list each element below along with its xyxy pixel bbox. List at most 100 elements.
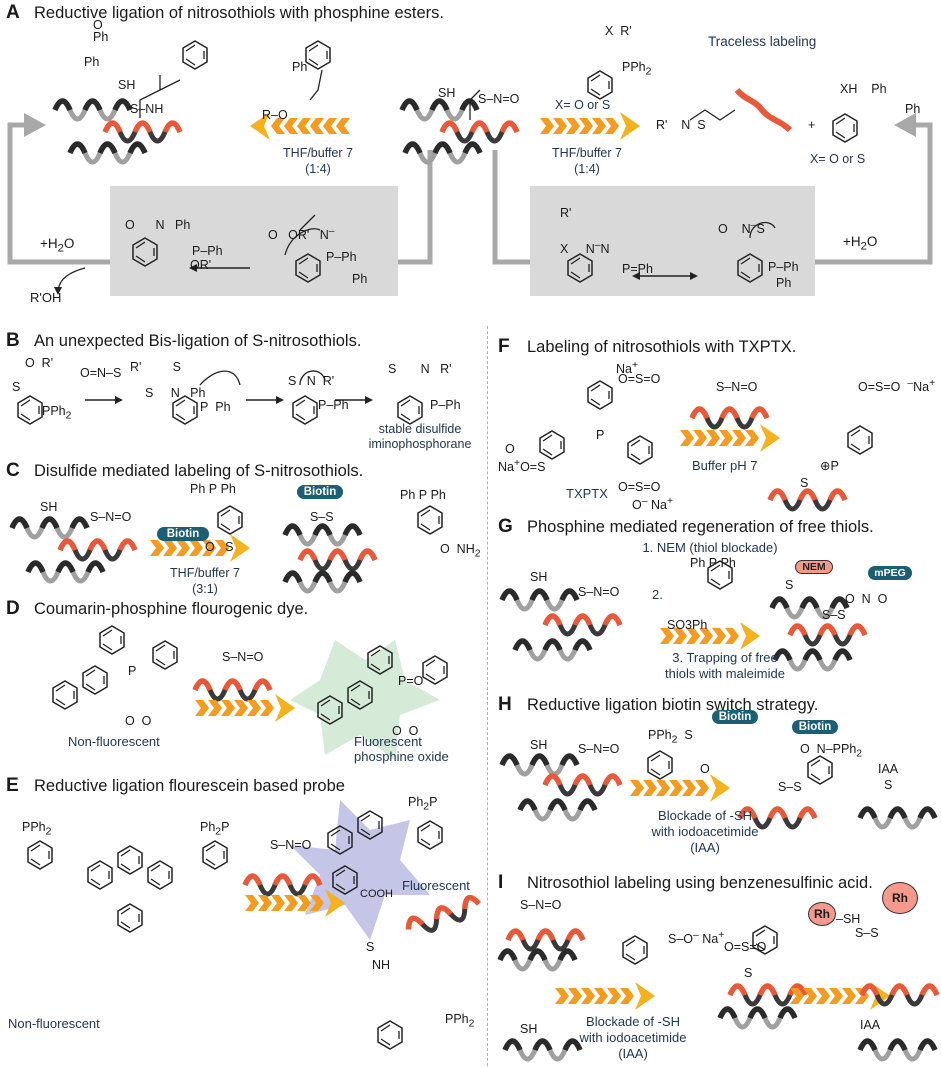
chem-label: P Ph [200, 400, 231, 414]
condition-3: (IAA) [618, 1046, 648, 1061]
chem-label: X R' [605, 24, 632, 38]
chem-label: S N R' [288, 374, 335, 388]
panel-title: An unexpected Bis-ligation of S-nitrosot… [34, 332, 362, 350]
chem-label: S–N=O [578, 742, 620, 756]
water-left: +H2O [40, 236, 75, 255]
chem-label: S–S [855, 926, 879, 940]
chem-label: O N–PPh2 [800, 742, 863, 760]
chem-label: Ph [352, 272, 368, 286]
panel-title: Reductive ligation of nitrosothiols with… [34, 4, 444, 22]
chem-label: –SH [836, 912, 861, 926]
iaa-label: IAA [878, 762, 899, 776]
panel-title: Reductive ligation flourescein based pro… [34, 777, 345, 795]
panel-label: F [498, 336, 510, 357]
chem-label: SH [438, 86, 456, 100]
chem-label: OR' [190, 258, 212, 272]
condition-2: with iodoacetimide [579, 1030, 687, 1045]
x-o-or-s-top: X= O or S [555, 98, 611, 112]
chem-label: Ph [776, 276, 792, 290]
panel-title: Nitrosothiol labeling using benzenesulfi… [527, 874, 873, 892]
mechanism-box-left [110, 186, 398, 296]
biotin-tag: Biotin [712, 710, 758, 724]
fluorescent-label-1: Fluorescent [354, 734, 422, 749]
chem-label: R' [560, 206, 572, 220]
condition-right-2: (1:4) [574, 162, 600, 176]
chem-label: PPh2 S [648, 728, 693, 746]
non-fluorescent-label: Non-fluorescent [68, 734, 160, 749]
product-label-1: stable disulfide [378, 422, 462, 436]
chem-label: Ph [84, 55, 100, 69]
chem-label: R' S [130, 360, 182, 374]
chem-label: O [505, 442, 515, 456]
condition-left-2: (1:4) [305, 162, 331, 176]
chem-label: P=Ph [622, 262, 653, 276]
chem-label: Ph [93, 30, 109, 44]
chem-label: PPh2 [445, 1012, 475, 1030]
non-fluorescent-label: Non-fluorescent [8, 1016, 100, 1031]
panel-label: I [498, 872, 504, 893]
chem-label: O OR' N– [268, 226, 335, 243]
condition-right-1: THF/buffer 7 [552, 146, 622, 160]
condition-3: (IAA) [690, 840, 720, 855]
rh-reagent-circle: Rh [808, 902, 836, 926]
panel-label: D [6, 598, 20, 619]
chem-label: S–N=O [270, 838, 312, 852]
panel-b-graphics [17, 370, 423, 425]
chem-label: SH [520, 1022, 538, 1036]
condition-1: Blockade of -SH [586, 1014, 680, 1029]
chem-label: S–N=O [478, 92, 520, 106]
step-2: 2. [652, 587, 663, 602]
x-o-or-s-bottom: X= O or S [810, 152, 866, 166]
chem-label: R–O [262, 108, 288, 122]
mpeg-tag: mPEG [868, 566, 912, 580]
chem-label: O [700, 762, 710, 776]
chem-label: S–NH [130, 102, 164, 116]
chem-label: O R' [25, 356, 54, 370]
step-3-2: thiols with maleimide [665, 666, 785, 681]
condition-left-1: THF/buffer 7 [283, 146, 353, 160]
chem-label: O=N–S [80, 366, 122, 380]
product-label-2: iminophosphorane [368, 437, 472, 451]
chem-label: P–Ph [326, 250, 357, 264]
chem-label: P–Ph [318, 398, 349, 412]
chem-label: S–N=O [716, 380, 758, 394]
chem-label: S [800, 476, 809, 490]
panel-label: G [498, 516, 513, 537]
fluorescent-label-2: phosphine oxide [354, 749, 449, 764]
chem-label: PPh2 [622, 60, 652, 78]
chem-label: SH [40, 500, 58, 514]
chem-label: SH [530, 738, 548, 752]
condition-1: THF/buffer 7 [170, 566, 240, 580]
chem-label: S–N=O [90, 510, 132, 524]
chem-label: Ph2P [200, 820, 230, 838]
mechanism-box-right [530, 186, 815, 296]
panel-title: Phosphine mediated regeneration of free … [527, 518, 874, 536]
chem-label: S [744, 966, 753, 980]
panel-label: A [6, 2, 20, 23]
chem-label: O N Ph [125, 218, 191, 232]
chem-label: O O [125, 714, 152, 728]
chem-label: Ph P Ph [190, 482, 236, 496]
chem-label: Ph [905, 102, 921, 116]
chem-label: O=S=O –Na+ [858, 378, 936, 395]
chem-label: O S [205, 540, 234, 554]
chem-label: S–S [822, 608, 846, 622]
chem-label: O– Na+ [632, 496, 674, 513]
chem-label: S–S [310, 510, 334, 524]
column-divider [487, 326, 488, 1066]
chem-label: S [785, 578, 794, 592]
chem-label: PPh2 [42, 404, 72, 422]
step-1: 1. NEM (thiol blockade) [642, 540, 778, 555]
chem-label: SH [530, 570, 548, 584]
chem-label: O O [392, 724, 419, 738]
panel-label: H [498, 694, 512, 715]
condition-2: with iodoacetimide [651, 824, 759, 839]
chem-label: P [128, 664, 137, 678]
chem-label: S–S [778, 780, 802, 794]
chem-label: COOH [360, 888, 393, 900]
panel-d-graphics [52, 625, 448, 760]
panel-title: Coumarin-phosphine flourogenic dye. [34, 600, 309, 618]
chem-label: + [808, 118, 816, 132]
chem-label: P–Ph [192, 244, 223, 258]
